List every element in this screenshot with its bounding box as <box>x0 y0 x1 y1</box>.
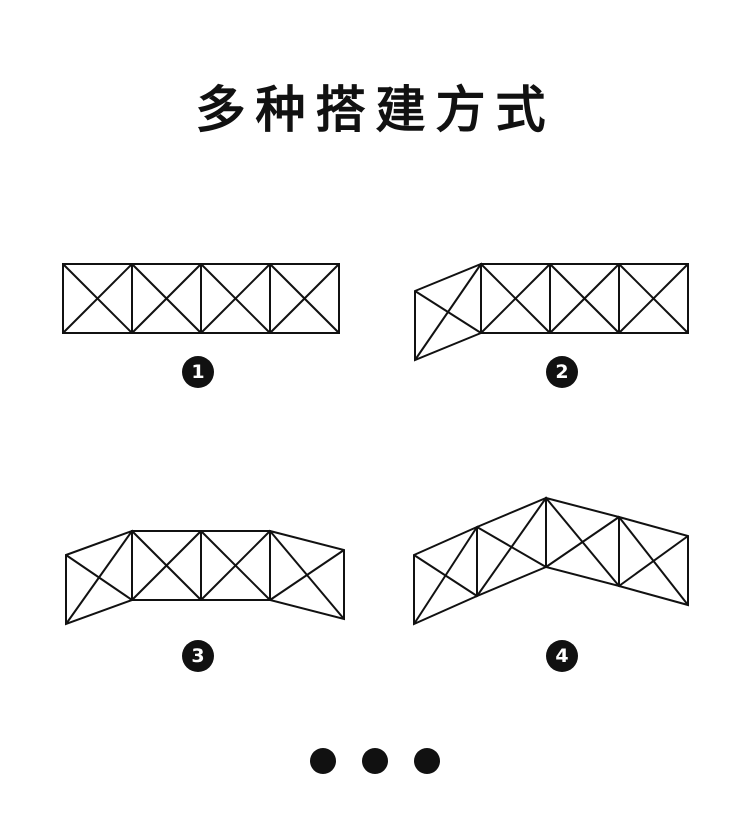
fence-panel <box>413 525 478 626</box>
configuration-3-number-badge: 3 <box>182 640 214 672</box>
configuration-1-straight <box>62 263 340 334</box>
configuration-3-both-angled <box>65 529 345 626</box>
fence-panel <box>549 263 620 334</box>
fence-panel <box>131 263 202 334</box>
fence-panel <box>62 263 133 334</box>
page-title: 多种搭建方式 <box>195 81 556 139</box>
fence-panel <box>618 515 689 607</box>
configuration-4-number-badge: 4 <box>546 640 578 672</box>
fence-panel <box>545 496 620 588</box>
configuration-2-one-angled <box>414 262 689 362</box>
dot <box>414 748 440 774</box>
configuration-1-number-badge: 1 <box>182 356 214 388</box>
fence-panel <box>269 263 340 334</box>
fence-panel <box>476 496 547 598</box>
configuration-2-number-badge: 2 <box>546 356 578 388</box>
ellipsis-dots-icon <box>310 748 442 778</box>
configuration-4-peaked <box>413 496 689 626</box>
fence-panel <box>65 529 133 626</box>
fence-panel <box>200 530 271 601</box>
fence-panel <box>480 263 551 334</box>
dot <box>362 748 388 774</box>
dot <box>310 748 336 774</box>
fence-panel <box>269 529 345 621</box>
fence-panel <box>131 530 202 601</box>
fence-panel <box>618 263 689 334</box>
fence-panel <box>414 262 482 362</box>
fence-panel <box>200 263 271 334</box>
